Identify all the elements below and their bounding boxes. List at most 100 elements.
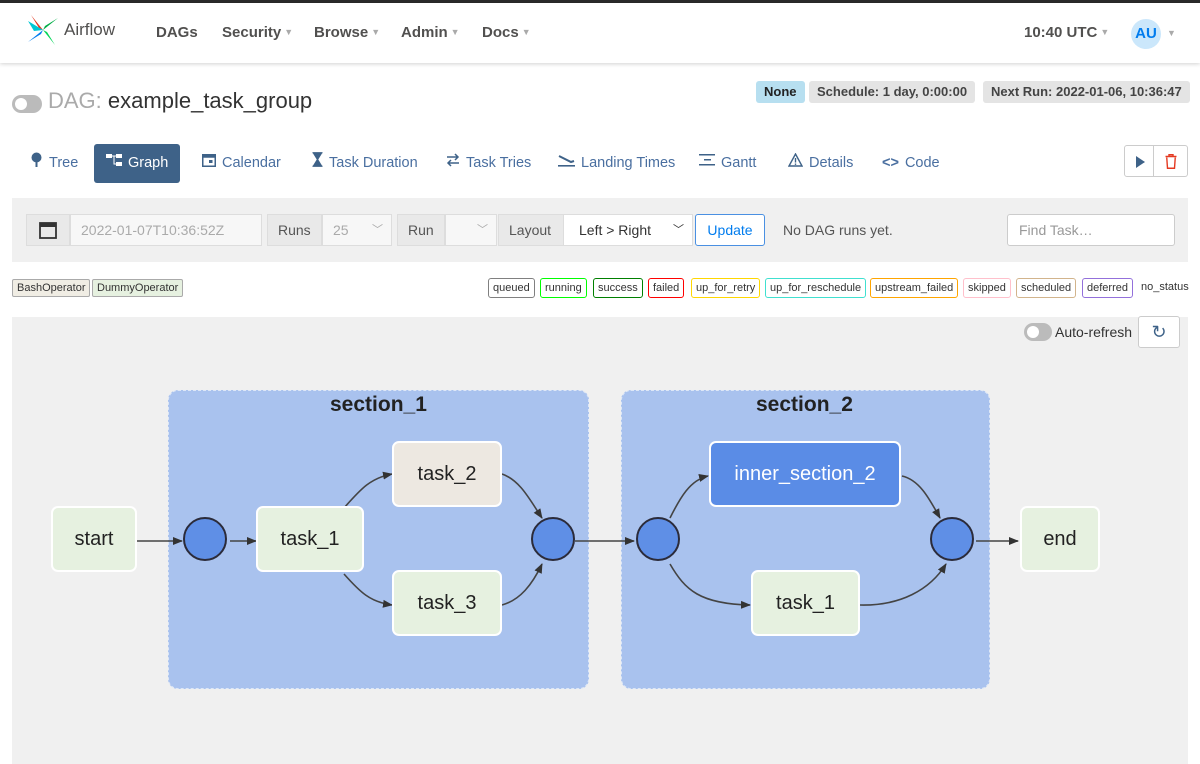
auto-refresh-label: Auto-refresh	[1055, 324, 1133, 340]
refresh-button[interactable]: ↻	[1138, 316, 1180, 348]
legend-state-skipped[interactable]: skipped	[963, 278, 1011, 298]
task-group-section-2-label: section_2	[756, 393, 853, 416]
legend-state-up-for-reschedule[interactable]: up_for_reschedule	[765, 278, 867, 298]
auto-refresh-toggle[interactable]	[1024, 323, 1052, 341]
chevron-down-icon: ▼	[1100, 27, 1110, 37]
nav-admin[interactable]: Admin▼	[401, 24, 460, 41]
task-group-section-2[interactable]	[621, 390, 990, 689]
task-node-section-2-task-1[interactable]: task_1	[751, 570, 860, 636]
tab-gantt-label: Gantt	[721, 155, 757, 171]
legend-state-upstream-failed[interactable]: upstream_failed	[870, 278, 959, 298]
task-node-start[interactable]: start	[51, 506, 137, 572]
refresh-icon: ↻	[1151, 322, 1167, 342]
run-label: Run	[397, 214, 445, 246]
dag-prefix: DAG:	[48, 88, 102, 113]
dag-pause-toggle[interactable]	[12, 95, 42, 113]
retry-arrows-icon	[446, 144, 460, 183]
join-node-section-2-upstream[interactable]	[636, 517, 680, 561]
nav-time[interactable]: 10:40 UTC▼	[1024, 24, 1109, 41]
warning-icon	[787, 144, 804, 183]
brand-name: Airflow	[64, 20, 116, 39]
runs-select-value: 25	[333, 222, 349, 238]
tab-calendar-label: Calendar	[222, 155, 281, 171]
task-group-section-1[interactable]	[168, 390, 589, 689]
nav-browse[interactable]: Browse▼	[314, 24, 380, 41]
legend-state-scheduled[interactable]: scheduled	[1016, 278, 1077, 298]
nav-browse-label: Browse	[314, 24, 369, 41]
nav-admin-label: Admin	[401, 24, 448, 41]
view-tabs: Tree Graph Calendar Task Duration Task T…	[0, 144, 1200, 184]
nav-dags[interactable]: DAGs	[156, 24, 198, 41]
trash-icon	[1165, 154, 1177, 169]
tab-graph[interactable]: Graph	[94, 144, 181, 183]
dag-name: example_task_group	[107, 88, 313, 113]
nav-docs[interactable]: Docs▼	[482, 24, 531, 41]
chevron-down-icon: ▼	[284, 27, 294, 37]
task-node-end[interactable]: end	[1020, 506, 1100, 572]
find-task-input[interactable]: Find Task…	[1007, 214, 1175, 246]
legend-operator-dummy: DummyOperator	[92, 279, 184, 297]
tab-gantt[interactable]: Gantt	[687, 144, 768, 183]
legend-operator-bash: BashOperator	[12, 279, 91, 297]
legend-state-failed[interactable]: failed	[648, 278, 685, 298]
legend-state-deferred[interactable]: deferred	[1082, 278, 1133, 298]
plane-landing-icon	[558, 144, 575, 183]
date-picker-button[interactable]	[26, 214, 70, 246]
hourglass-icon	[312, 144, 323, 183]
task-group-node-inner-section-2[interactable]: inner_section_2	[709, 441, 901, 507]
join-node-section-2-downstream[interactable]	[930, 517, 974, 561]
join-node-section-1-upstream[interactable]	[183, 517, 227, 561]
legend-state-up-for-retry[interactable]: up_for_retry	[691, 278, 761, 298]
window-top-border	[0, 0, 1200, 3]
legend-state-success[interactable]: success	[593, 278, 643, 298]
tab-task-tries[interactable]: Task Tries	[434, 144, 543, 183]
task-node-section-1-task-2[interactable]: task_2	[392, 441, 502, 507]
runs-label: Runs	[267, 214, 322, 246]
next-run-badge: Next Run: 2022-01-06, 10:36:47	[983, 81, 1190, 103]
join-node-section-1-downstream[interactable]	[531, 517, 575, 561]
tab-tree[interactable]: Tree	[18, 144, 90, 183]
time-label: 10:40 UTC	[1024, 24, 1098, 41]
tab-tree-label: Tree	[49, 155, 79, 171]
tab-calendar[interactable]: Calendar	[190, 144, 293, 183]
update-button[interactable]: Update	[695, 214, 765, 246]
user-avatar[interactable]: AU	[1131, 19, 1161, 49]
airflow-logo-icon	[28, 15, 58, 45]
brand[interactable]: Airflow	[26, 13, 146, 53]
runs-select[interactable]: 25 ﹀	[322, 214, 392, 246]
legend-state-no-status[interactable]: no_status	[1141, 281, 1189, 293]
tab-graph-label: Graph	[128, 155, 169, 171]
task-node-section-1-task-3[interactable]: task_3	[392, 570, 502, 636]
chevron-down-icon[interactable]: ▼	[1167, 28, 1176, 38]
filter-bar: 2022-01-07T10:36:52Z Runs 25﹀ Run ﹀ Layo…	[12, 198, 1188, 262]
run-select[interactable]: ﹀	[445, 214, 497, 246]
calendar-icon	[39, 222, 57, 239]
tab-details-label: Details	[809, 155, 854, 171]
tab-task-duration[interactable]: Task Duration	[300, 144, 430, 183]
schedule-badge: Schedule: 1 day, 0:00:00	[809, 81, 976, 103]
tab-landing-times[interactable]: Landing Times	[546, 144, 687, 183]
chevron-down-icon: ▼	[450, 27, 460, 37]
chevron-down-icon: ﹀	[372, 224, 383, 236]
tab-task-tries-label: Task Tries	[466, 155, 532, 171]
legend-state-running[interactable]: running	[540, 278, 587, 298]
layout-select[interactable]: Left > Right﹀	[563, 214, 693, 246]
delete-dag-button[interactable]	[1154, 145, 1188, 177]
tab-details[interactable]: Details	[776, 144, 865, 183]
nav-security[interactable]: Security▼	[222, 24, 293, 41]
task-node-section-1-task-1[interactable]: task_1	[256, 506, 364, 572]
task-group-section-1-label: section_1	[330, 393, 427, 416]
legend-state-queued[interactable]: queued	[488, 278, 535, 298]
gantt-icon	[699, 144, 715, 183]
execution-date-input[interactable]: 2022-01-07T10:36:52Z	[70, 214, 262, 246]
tree-icon	[30, 144, 43, 183]
dag-status-badge: None	[756, 81, 805, 103]
code-icon: <>	[882, 155, 899, 171]
tab-landing-times-label: Landing Times	[581, 155, 676, 171]
tab-code[interactable]: <>Code	[870, 144, 952, 183]
trigger-dag-button[interactable]	[1124, 145, 1154, 177]
calendar-icon	[202, 144, 216, 183]
page-title: DAG: example_task_group	[48, 88, 312, 114]
no-runs-message: No DAG runs yet.	[783, 222, 893, 238]
chevron-down-icon: ▼	[521, 27, 531, 37]
